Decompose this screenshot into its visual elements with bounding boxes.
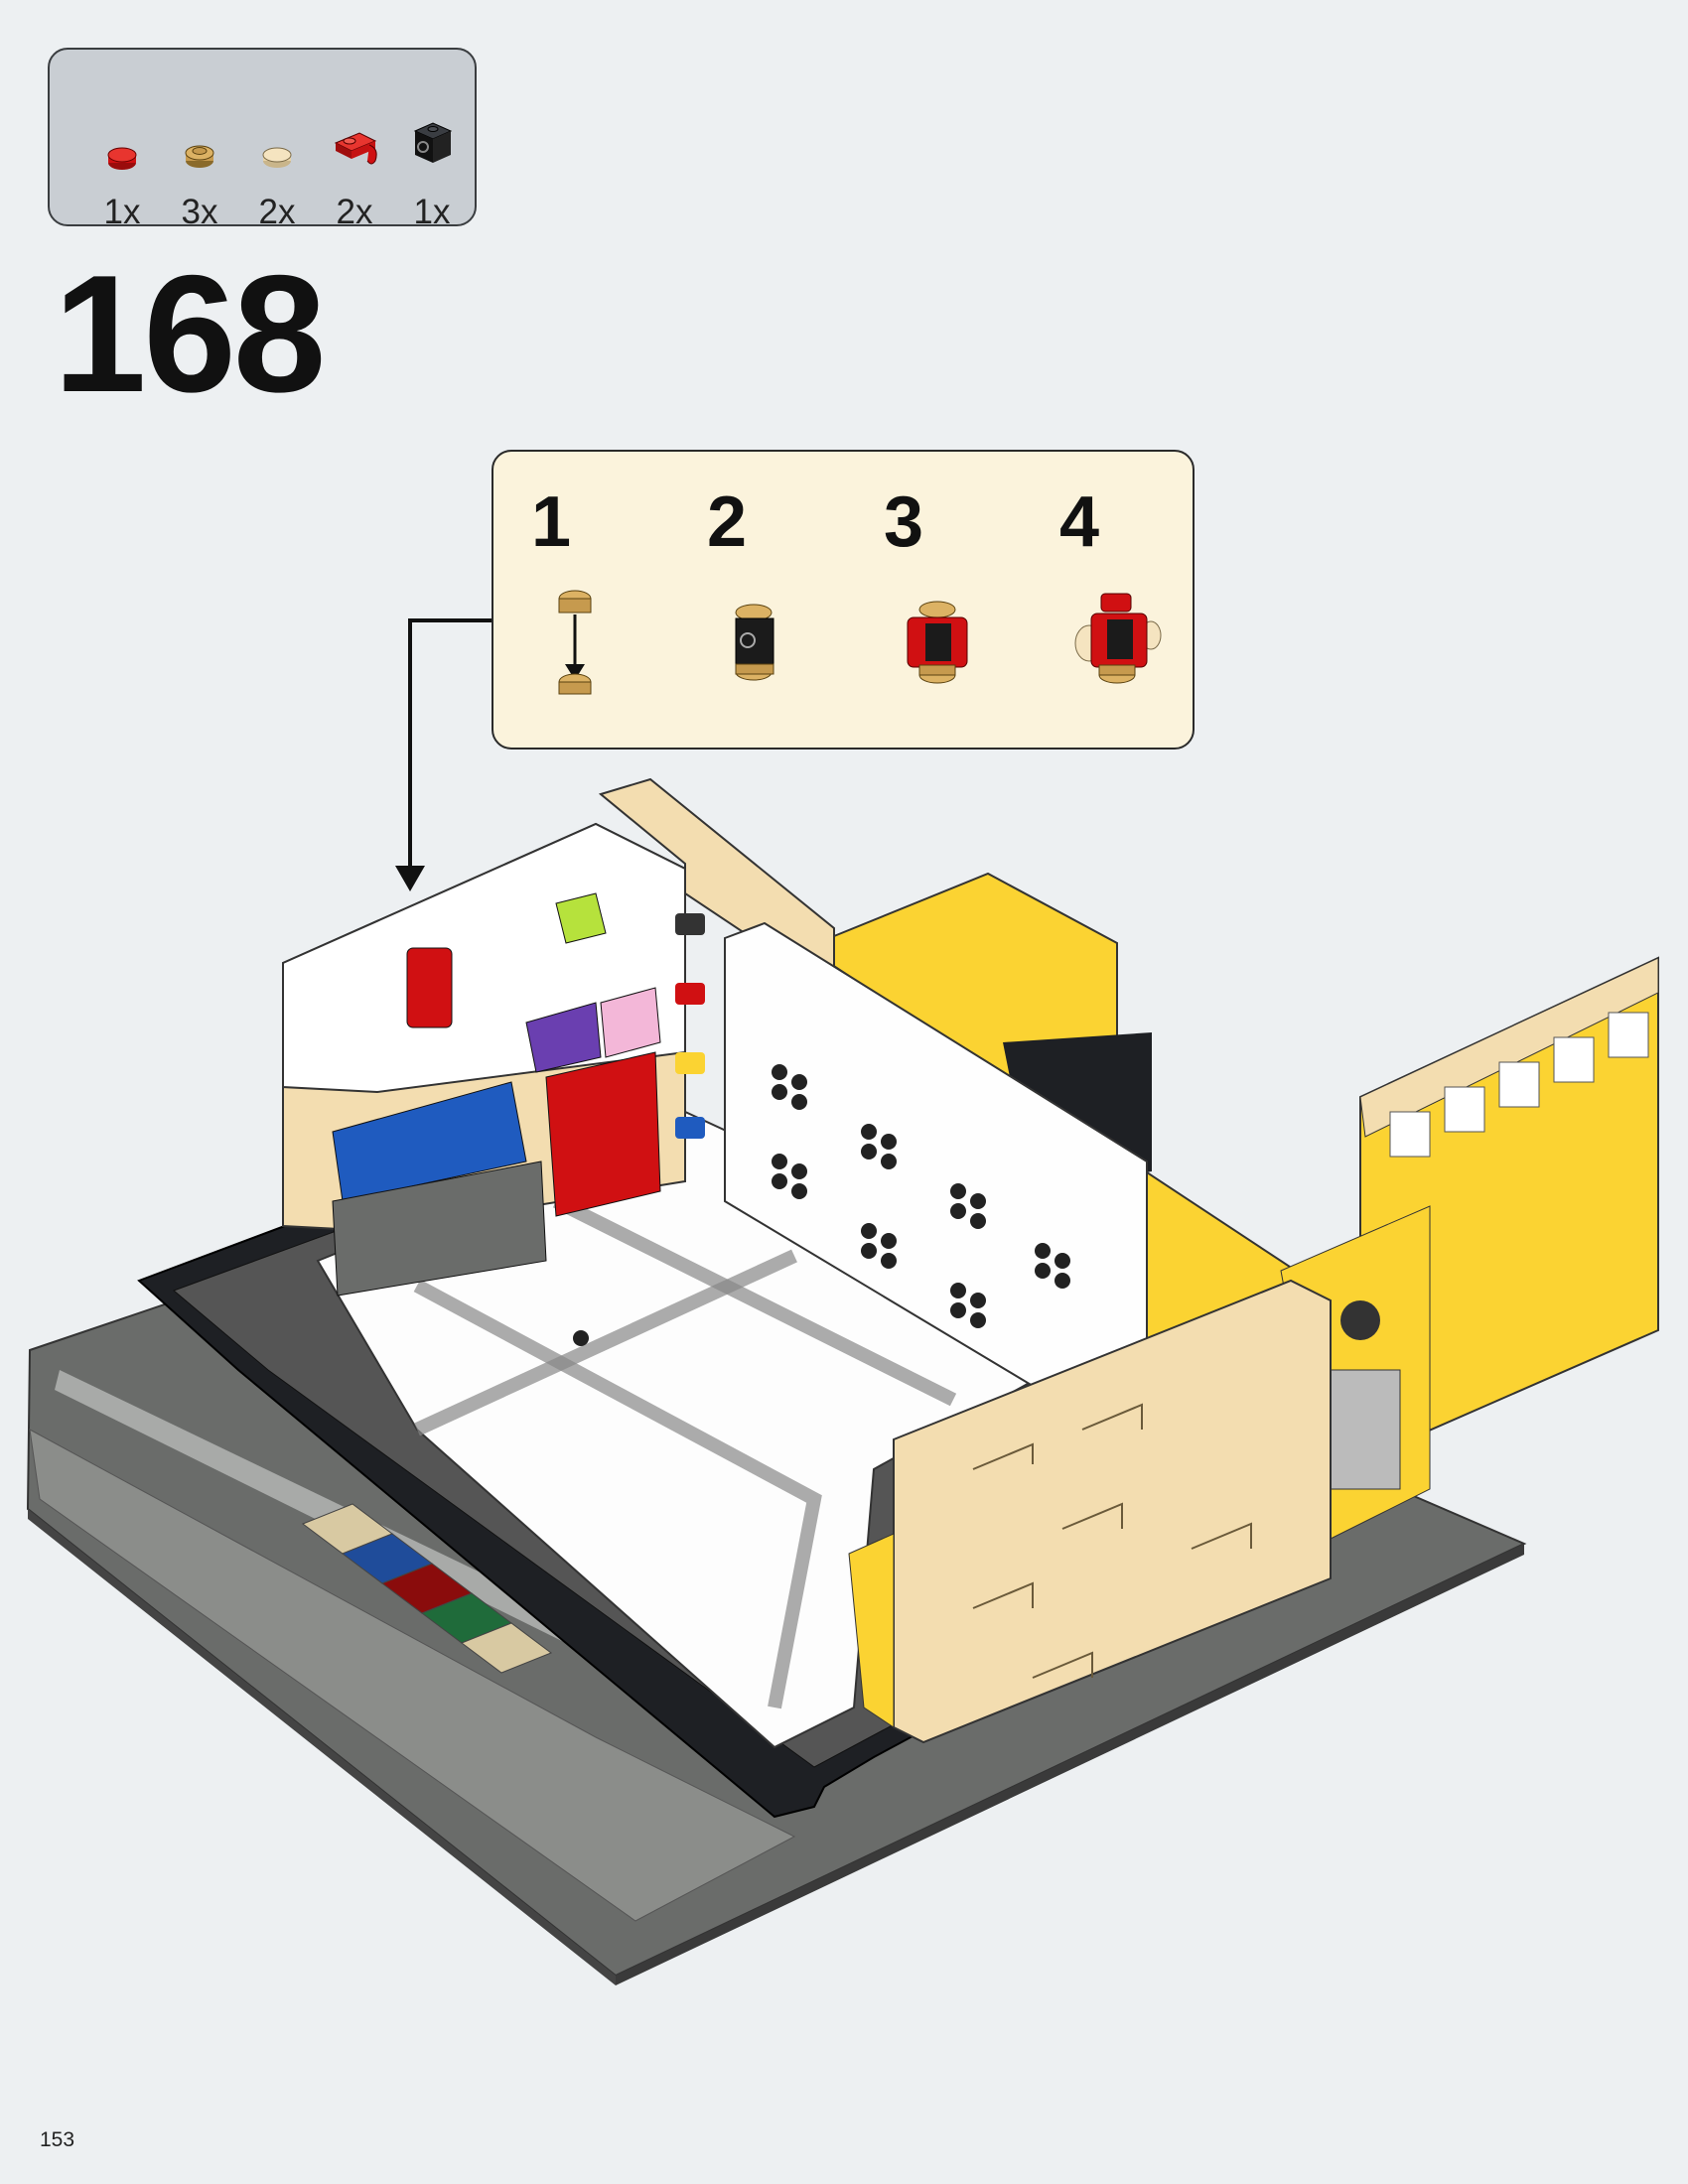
arrow-head-icon	[395, 866, 425, 891]
red-round-plate-icon	[107, 147, 137, 170]
arrow-down-icon	[565, 664, 585, 680]
sub-step-4-assembly	[1074, 593, 1162, 684]
gold-round-plate-icon	[185, 145, 214, 168]
shelving-unit	[282, 822, 705, 1297]
sub-step-3-assembly	[907, 601, 968, 684]
red-clip-plate-icon	[334, 132, 377, 165]
black-brick-with-stud-icon	[413, 122, 453, 163]
yellow-right-wall	[1359, 956, 1659, 1436]
sub-step-2-assembly	[735, 604, 774, 681]
sub-step-1-assembly	[558, 590, 592, 695]
sub-assembly-callout: 1 2 3 4	[492, 450, 1195, 750]
page-number: 153	[40, 2128, 75, 2151]
sub-step-number: 2	[707, 482, 748, 562]
placement-arrow	[408, 618, 492, 872]
sub-step-number: 4	[1059, 482, 1100, 562]
parts-list-box: 1x 3x 2x 2x	[48, 48, 477, 231]
sub-step-number: 1	[531, 482, 572, 562]
sub-step-number: 3	[884, 482, 924, 562]
parts-qty: 1x	[103, 193, 141, 231]
parts-qty: 3x	[181, 193, 218, 231]
white-inner-wall	[724, 921, 1148, 1397]
parts-qty: 2x	[258, 193, 296, 231]
tan-round-tile-icon	[262, 147, 292, 168]
parts-qty: 1x	[413, 193, 451, 231]
parts-qty: 2x	[336, 193, 373, 231]
step-number: 168	[54, 240, 326, 427]
tan-front-wall	[848, 1279, 1332, 1744]
